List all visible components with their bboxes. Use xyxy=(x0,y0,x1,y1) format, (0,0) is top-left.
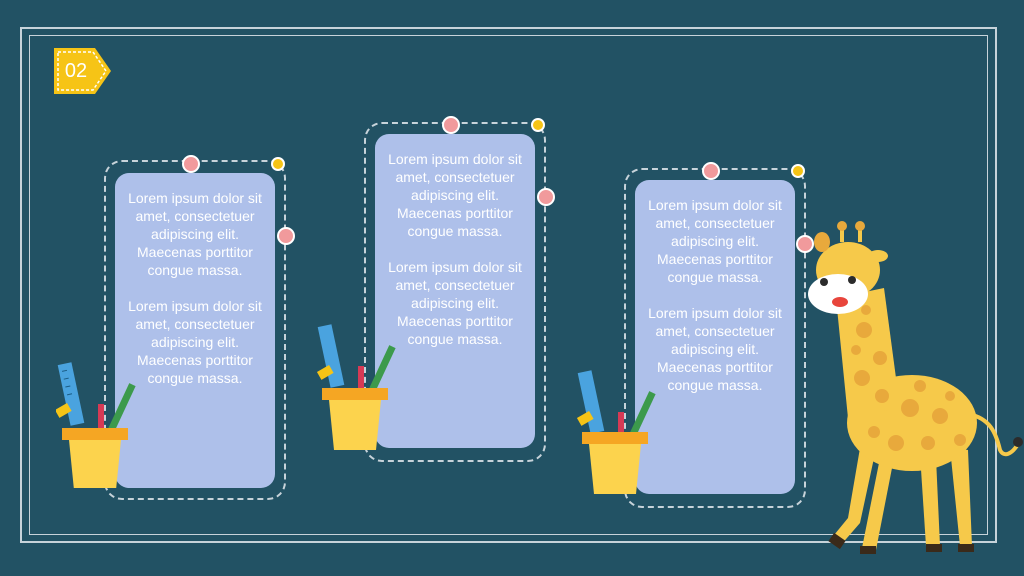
pencil-cup-icon xyxy=(56,362,136,488)
slide-inner-frame xyxy=(29,35,988,535)
section-number: 02 xyxy=(64,60,88,82)
card-2-yellow-dot xyxy=(531,118,545,132)
card-2-paragraph-1: Lorem ipsum dolor sit amet, consectetuer… xyxy=(388,151,522,239)
badge-tag-icon xyxy=(54,48,111,94)
card-3-pink-dot-top xyxy=(702,162,720,180)
giraffe-illustration xyxy=(808,221,1023,554)
pencil-cup-icon xyxy=(316,324,396,450)
card-2-pink-dot-top xyxy=(442,116,460,134)
card-2-paragraph-2: Lorem ipsum dolor sit amet, consectetuer… xyxy=(388,259,522,347)
card-3-yellow-dot xyxy=(791,164,805,178)
card-3-pink-dot-side xyxy=(796,235,814,253)
card-1-paragraph-2: Lorem ipsum dolor sit amet, consectetuer… xyxy=(128,298,262,386)
card-3-paragraph-1: Lorem ipsum dolor sit amet, consectetuer… xyxy=(648,197,782,285)
card-1: Lorem ipsum dolor sit amet, consectetuer… xyxy=(115,173,275,488)
card-1-paragraph-1: Lorem ipsum dolor sit amet, consectetuer… xyxy=(128,190,262,278)
card-3: Lorem ipsum dolor sit amet, consectetuer… xyxy=(635,180,795,494)
slide-outer-frame xyxy=(20,27,997,543)
card-3-paragraph-2: Lorem ipsum dolor sit amet, consectetuer… xyxy=(648,305,782,393)
pencil-cup-icon xyxy=(576,370,656,494)
card-1-yellow-dot xyxy=(271,157,285,171)
card-2: Lorem ipsum dolor sit amet, consectetuer… xyxy=(375,134,535,448)
card-1-pink-dot-side xyxy=(277,227,295,245)
card-1-pink-dot-top xyxy=(182,155,200,173)
card-2-pink-dot-side xyxy=(537,188,555,206)
